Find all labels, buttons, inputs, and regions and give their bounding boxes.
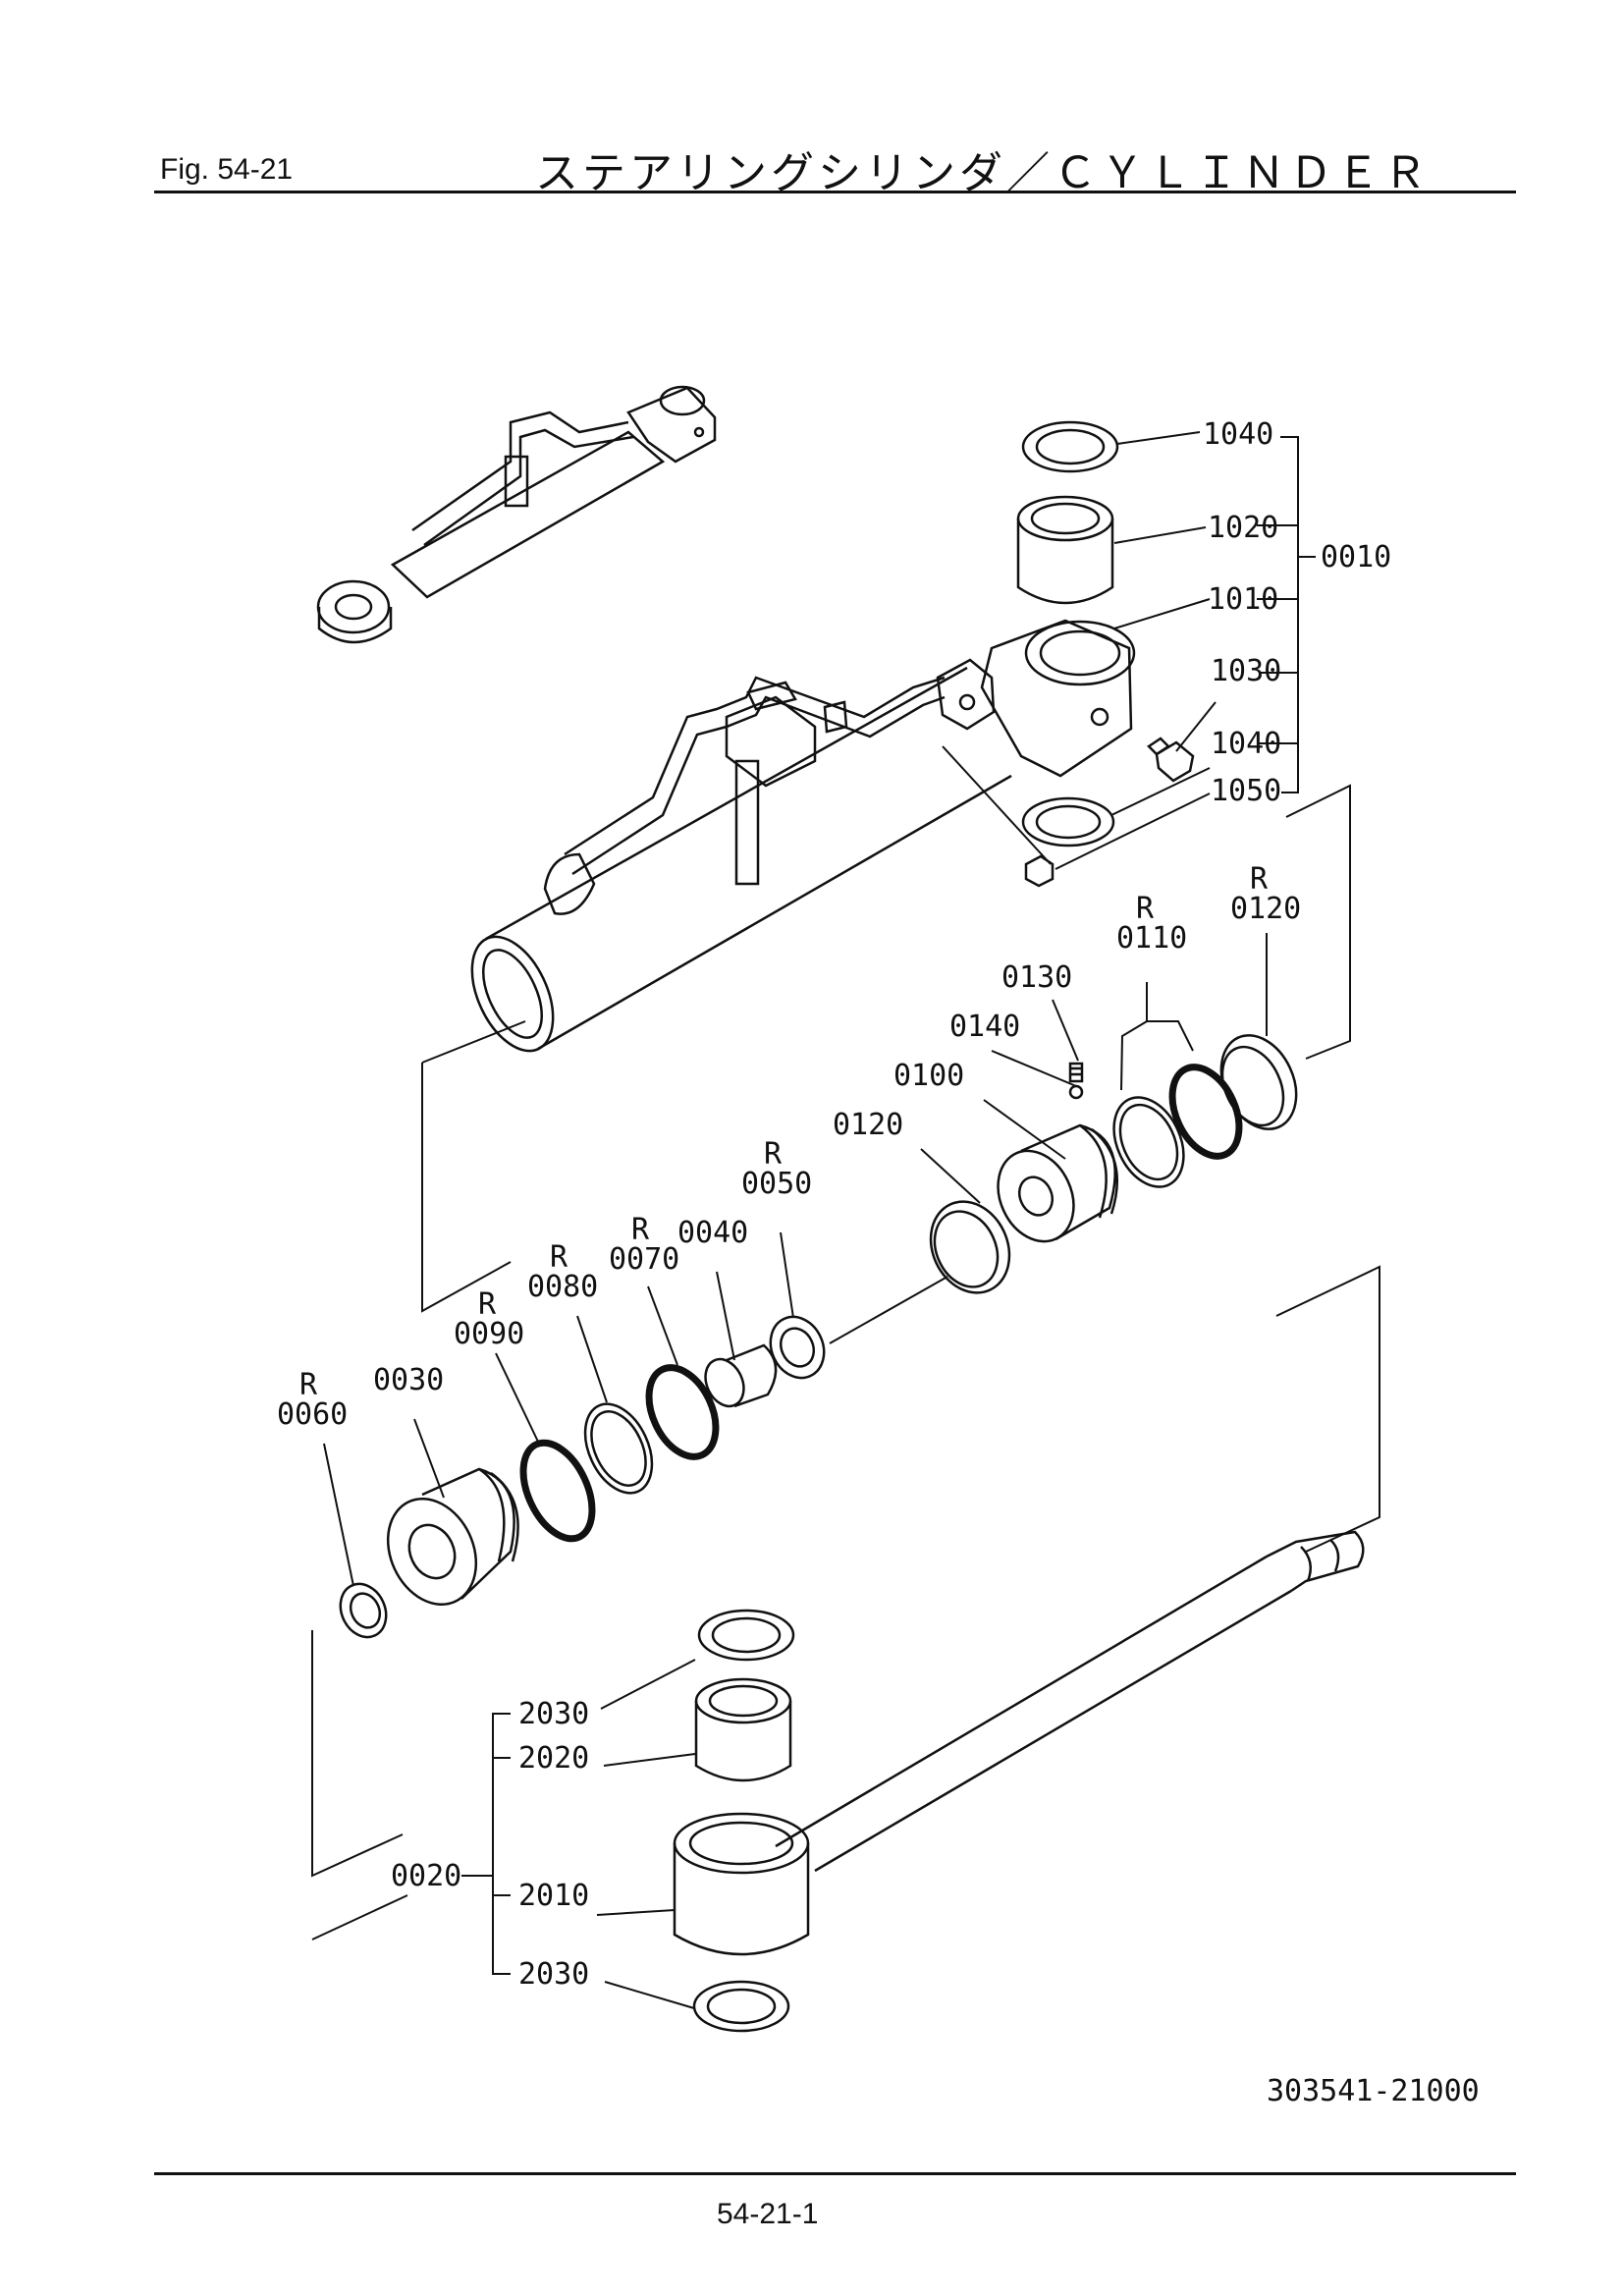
overview-assembly [316, 385, 717, 644]
part-1030-grease-fitting [1147, 737, 1195, 783]
callout-r-mark: R [631, 1213, 650, 1247]
callout-0120: 0120 [833, 1108, 903, 1142]
cylinder-tube [470, 619, 1136, 1053]
part-2030-bottom-seal [692, 1980, 790, 2033]
callout-r-mark: R [299, 1368, 318, 1402]
part-0110-piston-seal [1112, 1064, 1243, 1188]
header-rule [154, 191, 1516, 193]
callout-1050: 1050 [1211, 774, 1281, 808]
part-2020-bushing [694, 1677, 792, 1782]
callout-0030: 0030 [373, 1363, 444, 1397]
bracket-0010 [1257, 436, 1316, 793]
assembly-boundary-lines [311, 784, 1380, 1941]
part-0090-o-ring [519, 1439, 596, 1543]
part-0060-rod-seal [339, 1582, 388, 1639]
callout-r-mark: R [1250, 862, 1269, 897]
callout-2020: 2020 [518, 1741, 589, 1776]
part-0070-o-ring [645, 1364, 720, 1460]
part-1040-top-seal [1021, 420, 1119, 473]
part-2010-rod-eye [673, 1812, 810, 1956]
callout-r-mark: R [478, 1287, 497, 1322]
part-0040-bushing [704, 1343, 778, 1408]
part-2030-top-seal [697, 1609, 795, 1662]
callout-0010: 0010 [1321, 540, 1391, 574]
callout-0100: 0100 [893, 1059, 964, 1093]
callout-2030: 2030 [518, 1957, 589, 1992]
callout-0050: 0050 [741, 1167, 812, 1201]
footer-rule [154, 2172, 1516, 2175]
callout-0120: 0120 [1230, 892, 1301, 926]
callout-2030: 2030 [518, 1697, 589, 1731]
bracket-0020 [461, 1713, 511, 1975]
part-0120-wear-ring-left [929, 1200, 1011, 1294]
bracket-0110 [1120, 982, 1194, 1091]
part-0130-spring [1068, 1062, 1084, 1083]
callout-1020: 1020 [1208, 511, 1278, 545]
page-number: 54-21-1 [717, 2198, 819, 2230]
callout-r-mark: R [1136, 892, 1155, 926]
part-0140-ball [1068, 1084, 1084, 1100]
callout-1030: 1030 [1211, 654, 1281, 688]
figure-number: Fig. 54-21 [160, 153, 294, 186]
callout-2010: 2010 [518, 1879, 589, 1913]
callout-0130: 0130 [1001, 960, 1072, 995]
part-0050-dust-seal [769, 1315, 826, 1380]
callout-0110: 0110 [1116, 921, 1187, 956]
callout-1040: 1040 [1211, 727, 1281, 761]
callout-0040: 0040 [677, 1216, 748, 1250]
part-1020-bushing [1016, 495, 1114, 605]
callout-0090: 0090 [454, 1317, 524, 1351]
part-0100-piston [997, 1123, 1118, 1243]
part-1040-bottom-seal [1021, 796, 1115, 847]
callout-0140: 0140 [949, 1010, 1020, 1044]
callout-0020: 0020 [391, 1859, 461, 1893]
callout-0080: 0080 [527, 1270, 598, 1304]
leader-lines [323, 431, 1268, 2009]
callout-r-mark: R [764, 1137, 783, 1172]
piston-rod [775, 1530, 1365, 1873]
page-title: ステアリングシリンダ／ＣＹＬＩＮＤＥＲ [535, 148, 1431, 198]
callout-0060: 0060 [277, 1397, 348, 1432]
part-1050-plug [1024, 854, 1055, 888]
callout-labels: 1040 1020 0010 1010 1030 1040 1050 R 012… [277, 417, 1391, 1992]
part-0080-backup-ring [583, 1402, 654, 1495]
callout-1010: 1010 [1208, 582, 1278, 617]
callout-1040: 1040 [1203, 417, 1273, 452]
callout-0070: 0070 [609, 1242, 679, 1277]
part-0030-rod-guide [386, 1467, 519, 1607]
drawing-code: 303541-21000 [1267, 2074, 1480, 2108]
callout-r-mark: R [550, 1240, 568, 1275]
